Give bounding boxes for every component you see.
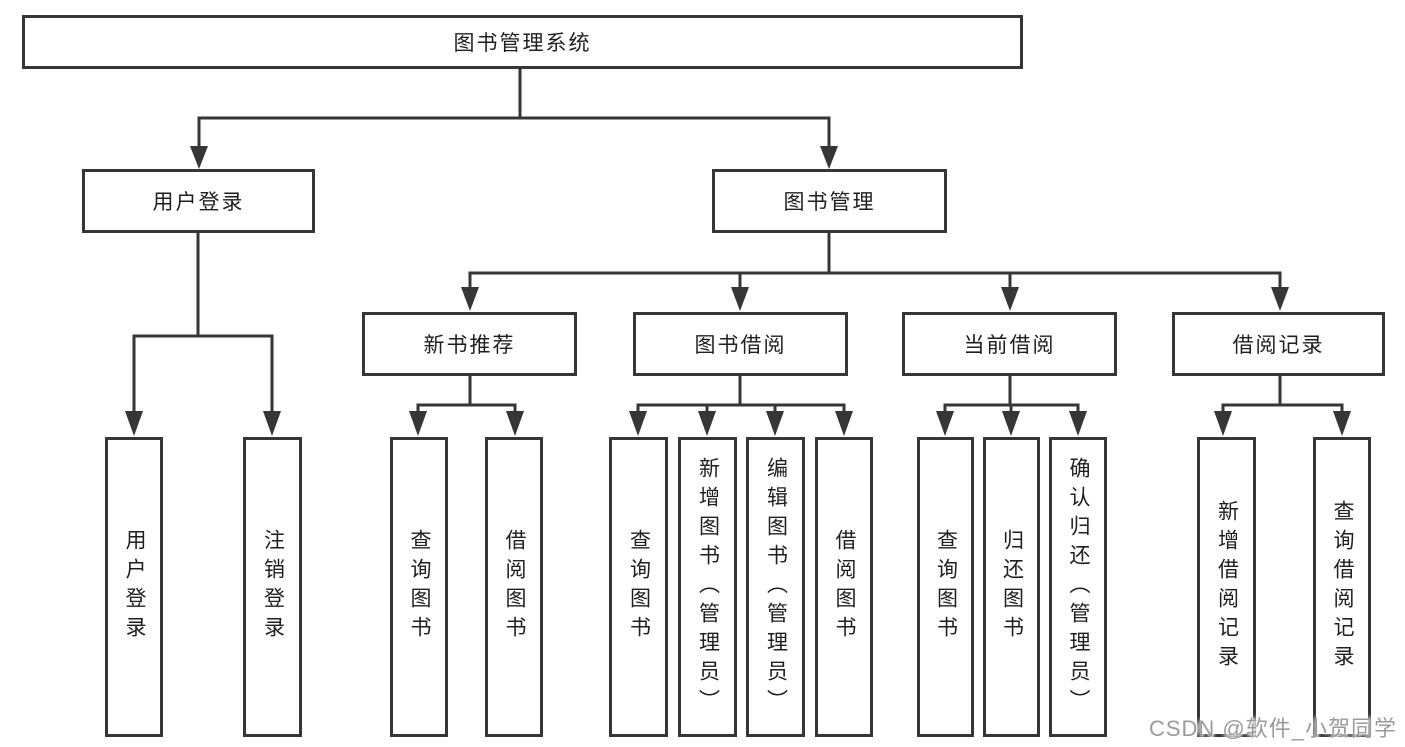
node-new-book-rec-label: 新书推荐	[423, 334, 516, 357]
leaf-user-login: 用户登录	[105, 437, 163, 737]
node-borrow-records: 借阅记录	[1172, 312, 1385, 376]
leaf-bb-add-label: 新增图书（管理员）	[696, 456, 720, 718]
node-user-login: 用户登录	[82, 169, 315, 233]
leaf-nb-query-label: 查询图书	[408, 529, 431, 645]
leaf-nb-borrow: 借阅图书	[485, 437, 543, 737]
leaf-bb-edit-label: 编辑图书（管理员）	[764, 456, 788, 718]
leaf-br-query: 查询借阅记录	[1313, 437, 1371, 737]
leaf-br-add: 新增借阅记录	[1197, 437, 1256, 737]
node-borrow-records-label: 借阅记录	[1232, 334, 1325, 357]
node-root: 图书管理系统	[22, 15, 1023, 69]
leaf-cb-return-label: 归还图书	[1000, 529, 1024, 645]
node-book-mgmt-label: 图书管理	[783, 191, 876, 214]
leaf-bb-query-label: 查询图书	[627, 529, 651, 645]
leaf-user-login-label: 用户登录	[123, 529, 146, 645]
leaf-nb-borrow-label: 借阅图书	[503, 529, 526, 645]
leaf-br-query-label: 查询借阅记录	[1331, 500, 1354, 674]
leaf-cb-query: 查询图书	[917, 437, 974, 737]
node-book-borrow-label: 图书借阅	[694, 334, 787, 357]
leaf-logout-label: 注销登录	[261, 529, 285, 645]
node-book-borrow: 图书借阅	[633, 312, 848, 376]
node-book-mgmt: 图书管理	[712, 169, 947, 233]
node-new-book-rec: 新书推荐	[362, 312, 577, 376]
leaf-bb-edit: 编辑图书（管理员）	[746, 437, 805, 737]
leaf-bb-query: 查询图书	[609, 437, 668, 737]
leaf-cb-confirm: 确认归还（管理员）	[1049, 437, 1107, 737]
node-root-label: 图书管理系统	[453, 32, 592, 55]
leaf-logout: 注销登录	[243, 437, 302, 737]
leaf-nb-query: 查询图书	[390, 437, 448, 737]
leaf-br-add-label: 新增借阅记录	[1215, 500, 1239, 674]
node-current-borrow-label: 当前借阅	[963, 334, 1056, 357]
leaf-cb-query-label: 查询图书	[934, 529, 958, 645]
leaf-bb-borrow: 借阅图书	[815, 437, 873, 737]
node-user-login-label: 用户登录	[152, 191, 245, 214]
leaf-cb-confirm-label: 确认归还（管理员）	[1067, 456, 1090, 718]
node-current-borrow: 当前借阅	[902, 312, 1117, 376]
leaf-bb-borrow-label: 借阅图书	[833, 529, 856, 645]
watermark: CSDN @软件_小贺同学	[1148, 716, 1397, 741]
leaf-cb-return: 归还图书	[983, 437, 1040, 737]
leaf-bb-add: 新增图书（管理员）	[678, 437, 737, 737]
